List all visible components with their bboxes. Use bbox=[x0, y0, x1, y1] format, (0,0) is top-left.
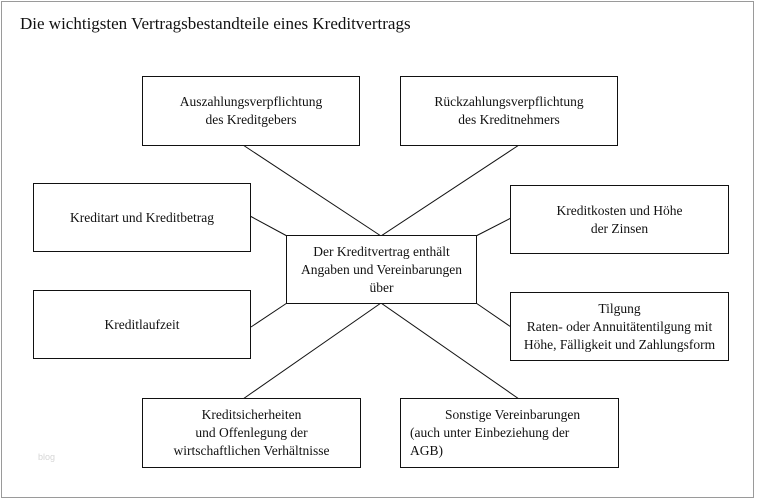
connector-kreditkosten bbox=[475, 217, 512, 237]
box-rueckzahlungsverpflichtung: Rückzahlungsverpflichtung des Kreditnehm… bbox=[400, 76, 618, 146]
box-auszahlung-line-2: des Kreditgebers bbox=[205, 112, 297, 127]
connector-laufzeit bbox=[250, 302, 288, 328]
box-laufzeit-line-1: Kreditlaufzeit bbox=[104, 316, 180, 332]
connector-kreditart bbox=[249, 215, 288, 237]
connector-rueckzahlung bbox=[380, 144, 520, 237]
box-kreditlaufzeit: Kreditlaufzeit bbox=[33, 290, 251, 359]
box-kreditart: Kreditart und Kreditbetrag bbox=[33, 183, 251, 252]
box-rueckzahlung-line-1: Rückzahlungsverpflichtung bbox=[434, 94, 584, 109]
box-kreditkosten-line-2: der Zinsen bbox=[590, 220, 649, 236]
box-tilgung-line-1: Tilgung bbox=[598, 300, 641, 316]
center-line-3: über bbox=[369, 279, 394, 295]
box-sonstige-line-2: (auch unter Einbeziehung der bbox=[410, 425, 570, 440]
box-kreditsicherheiten: Kreditsicherheiten und Offenlegung der w… bbox=[142, 398, 361, 468]
box-auszahlungsverpflichtung: Auszahlungsverpflichtung des Kreditgeber… bbox=[142, 76, 360, 146]
center-line-2: Angaben und Vereinbarungen bbox=[301, 261, 462, 277]
box-sicherheiten-line-3: wirtschaftlichen Verhältnisse bbox=[173, 443, 330, 458]
box-kreditart-line-1: Kreditart und Kreditbetrag bbox=[70, 209, 214, 225]
center-line-1: Der Kreditvertrag enthält bbox=[313, 243, 450, 259]
box-auszahlung-line-1: Auszahlungsverpflichtung bbox=[179, 94, 323, 109]
box-sicherheiten-line-1: Kreditsicherheiten bbox=[201, 407, 302, 422]
box-sonstige-vereinbarungen: Sonstige Vereinbarungen (auch unter Einb… bbox=[400, 398, 619, 468]
box-rueckzahlung-line-2: des Kreditnehmers bbox=[458, 112, 560, 127]
box-tilgung-line-3: Höhe, Fälligkeit und Zahlungsform bbox=[523, 336, 716, 352]
connector-sonstige bbox=[380, 302, 520, 400]
box-sonstige-line-1: Sonstige Vereinbarungen bbox=[445, 407, 581, 422]
connector-auszahlung bbox=[242, 144, 382, 237]
connector-tilgung bbox=[475, 302, 512, 328]
box-tilgung-line-2: Raten- oder Annuitätentilgung mit bbox=[526, 318, 713, 334]
box-tilgung: Tilgung Raten- oder Annuitätentilgung mi… bbox=[510, 292, 729, 361]
diagram-title: Die wichtigsten Vertragsbestandteile ein… bbox=[20, 14, 411, 33]
box-kreditkosten: Kreditkosten und Höhe der Zinsen bbox=[510, 185, 729, 254]
watermark: blog bbox=[38, 452, 56, 462]
center-box: Der Kreditvertrag enthält Angaben und Ve… bbox=[286, 235, 477, 304]
box-kreditkosten-line-1: Kreditkosten und Höhe bbox=[556, 202, 683, 218]
box-sicherheiten-line-2: und Offenlegung der bbox=[195, 425, 308, 440]
box-sonstige-line-3: AGB) bbox=[410, 443, 443, 458]
connector-sicherheiten bbox=[242, 302, 382, 400]
